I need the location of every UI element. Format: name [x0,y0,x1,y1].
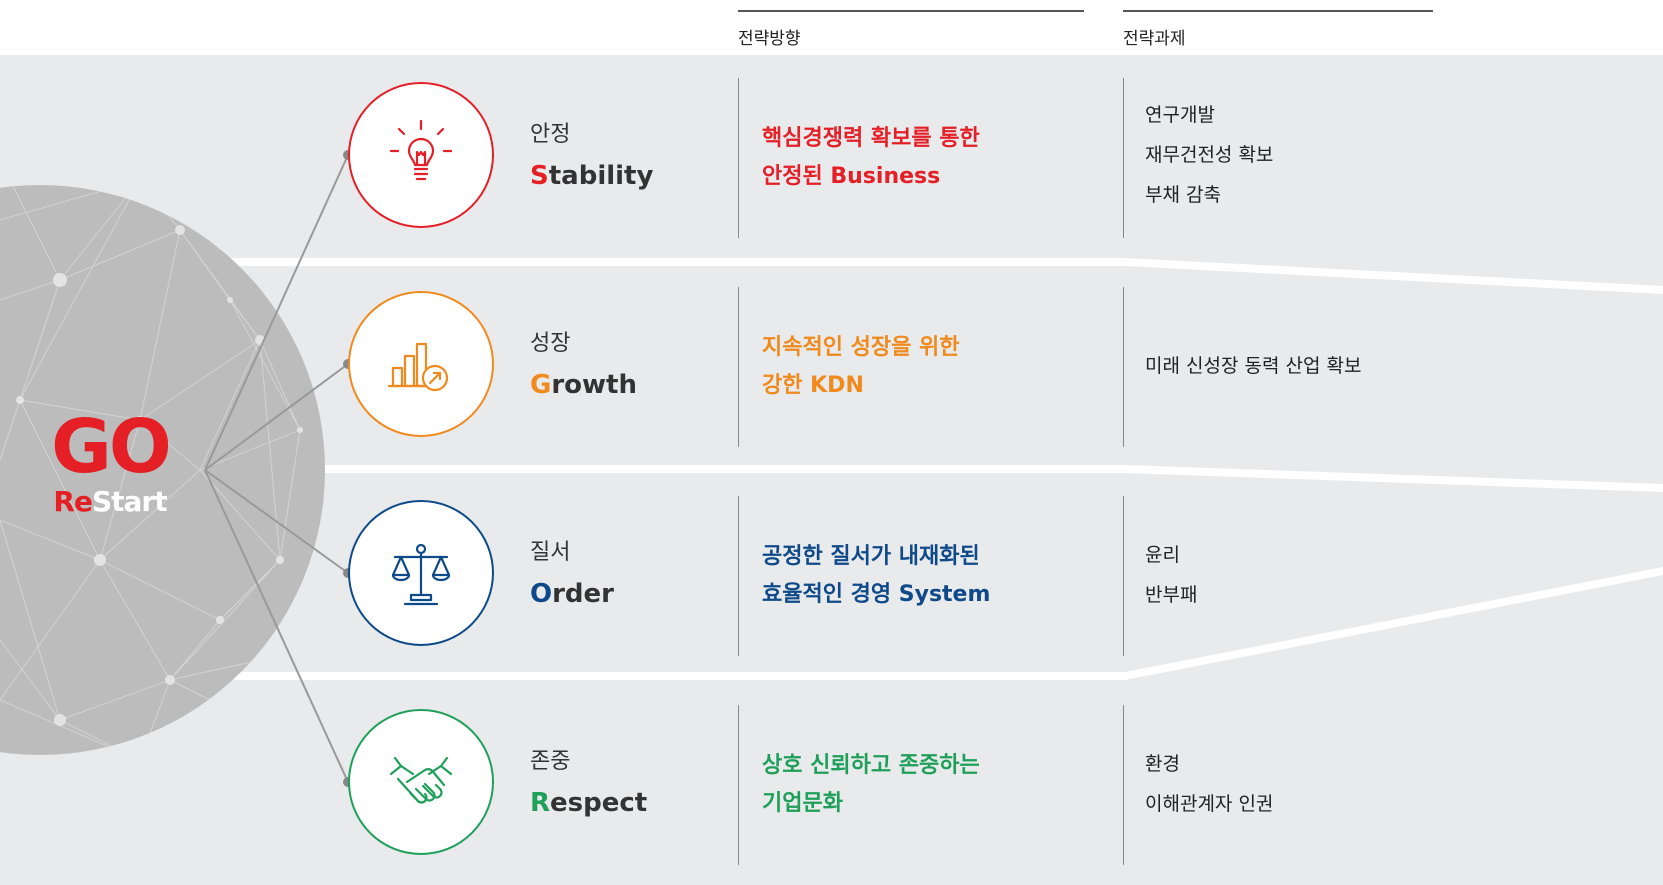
logo-restart: ReStart [53,485,167,518]
pillar-en-label: Respect [530,788,648,818]
growth-chart-icon [387,342,449,392]
divider-line [1123,496,1124,656]
task-item: 재무건전성 확보 [1145,144,1274,166]
tasks-respect: 환경 이해관계자 인권 [1145,744,1273,824]
divider-line [1123,78,1124,238]
pillar-ko-label: 존중 [530,749,571,774]
pillar-growth: 성장 Growth [530,329,637,403]
header-task: 전략과제 [1123,0,1433,49]
pillar-ko-label: 질서 [530,540,571,565]
task-item: 반부패 [1145,584,1198,606]
globe-sphere [0,185,325,755]
task-item: 부채 감축 [1145,184,1221,206]
pillar-en-label: Order [530,579,614,609]
tasks-growth: 미래 신성장 동력 산업 확보 [1145,346,1361,386]
header-direction: 전략방향 [738,0,1084,49]
lightbulb-icon [389,119,453,181]
direction-order: 공정한 질서가 내재화된 효율적인 경영 System [762,544,991,607]
globe-nodes [16,225,303,726]
divider-line [1123,705,1124,865]
respect-circle [348,709,494,855]
pillar-ko-label: 성장 [530,331,571,356]
divider-line [738,496,739,656]
globe-network [0,185,301,755]
header-direction-label: 전략방향 [738,29,801,49]
pillar-en-label: Stability [530,161,654,191]
direction-stability: 핵심경쟁력 확보를 통한 안정된 Business [762,126,980,189]
header-task-label: 전략과제 [1123,29,1186,49]
direction-growth: 지속적인 성장을 위한 강한 KDN [762,335,960,398]
direction-respect: 상호 신뢰하고 존중하는 기업문화 [762,753,980,816]
pillar-stability: 안정 Stability [530,120,653,194]
scales-icon [391,543,451,606]
tasks-order: 윤리 반부패 [1145,535,1197,615]
handshake-icon [389,756,453,804]
pillar-respect: 존중 Respect [530,747,647,821]
divider-line [738,705,739,865]
pillar-order: 질서 Order [530,538,614,612]
pillar-ko-label: 안정 [530,122,571,147]
task-item: 환경 [1145,753,1180,775]
header-rule [1123,10,1433,12]
pillar-en-label: Growth [530,370,637,400]
divider-line [738,287,739,447]
task-item: 윤리 [1145,544,1180,566]
logo-go: GO [51,404,172,490]
tasks-stability: 연구개발 재무건전성 확보 부채 감축 [1145,95,1273,215]
task-item: 이해관계자 인권 [1145,793,1274,815]
order-circle [348,500,494,646]
divider-line [1123,287,1124,447]
go-restart-logo: GO ReStart [30,410,190,518]
stability-circle [348,82,494,228]
divider-line [738,78,739,238]
connector-lines [204,154,349,783]
task-item: 미래 신성장 동력 산업 확보 [1145,355,1362,377]
growth-circle [348,291,494,437]
header-rule [738,10,1084,12]
task-item: 연구개발 [1145,104,1215,126]
